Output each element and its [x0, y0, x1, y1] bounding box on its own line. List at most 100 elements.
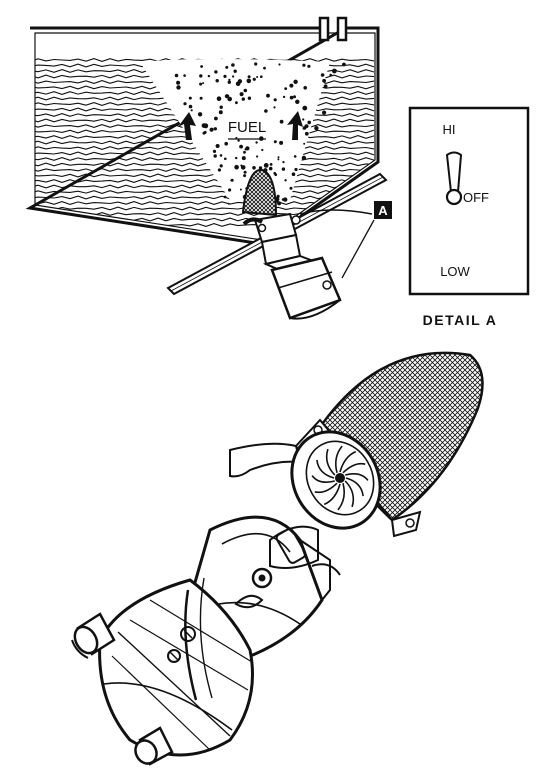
impeller-vane	[344, 480, 355, 508]
impeller-vanes	[311, 445, 369, 511]
fuel-droplet	[342, 62, 346, 67]
fuel-droplet	[304, 131, 309, 136]
fuel-droplet	[241, 97, 245, 101]
fuel-droplet	[307, 120, 312, 125]
fuel-droplet	[302, 127, 305, 130]
impeller-vane	[316, 459, 335, 479]
fuel-wave-line	[35, 195, 375, 200]
detail-a-switch-panel: HI OFF LOW	[408, 106, 530, 296]
fuel-droplet	[263, 66, 266, 70]
fuel-droplet	[174, 73, 179, 78]
fuel-wave-line	[35, 184, 375, 189]
fuel-droplet	[303, 86, 308, 90]
fuel-wave-line	[35, 173, 375, 178]
fuel-droplet	[214, 116, 218, 121]
fuel-droplet	[243, 150, 246, 154]
fuel-droplet	[228, 78, 231, 81]
fuel-droplet	[269, 163, 273, 166]
fuel-droplet	[255, 141, 258, 144]
fuel-droplet	[282, 161, 285, 164]
fuel-droplet	[279, 119, 284, 124]
fuel-droplet	[243, 170, 247, 174]
fuel-droplet	[279, 140, 284, 145]
fuel-droplet	[227, 80, 231, 84]
fuel-droplet	[289, 95, 294, 100]
fuel-droplet	[302, 105, 308, 111]
tank-outline	[25, 26, 380, 246]
fuel-droplet	[289, 83, 294, 88]
impeller-housing	[290, 430, 382, 530]
fuel-droplet	[277, 156, 280, 159]
fuel-droplet	[199, 82, 203, 86]
impeller-vane	[342, 462, 366, 474]
fuel-droplet	[225, 65, 229, 69]
fuel-droplet	[207, 74, 211, 78]
fuel-wave-line	[35, 151, 375, 156]
fuel-wave-line	[35, 167, 375, 172]
fuel-droplet	[227, 202, 230, 205]
fuel-droplet	[190, 109, 193, 112]
fuel-droplet	[294, 167, 298, 172]
flow-arrow-icon	[287, 111, 303, 140]
fuel-droplet	[281, 198, 285, 201]
fuel-droplet	[303, 142, 306, 145]
fuel-droplet	[283, 197, 288, 202]
impeller-vane	[323, 483, 341, 506]
fuel-wave-line	[35, 190, 375, 195]
fuel-droplet	[273, 98, 277, 102]
fuel-droplet	[183, 74, 186, 77]
fuel-droplet	[273, 140, 277, 144]
fuel-droplet	[254, 62, 258, 66]
fuel-droplet	[199, 96, 203, 100]
fuel-droplet	[176, 85, 181, 90]
exploded-fuel-pump	[71, 351, 484, 766]
fuel-droplet	[176, 80, 181, 85]
fuel-droplet	[266, 93, 270, 98]
fuel-droplet	[228, 188, 232, 192]
fuel-droplet	[268, 166, 273, 171]
fuel-droplet	[314, 126, 319, 131]
fuel-droplet	[201, 123, 207, 128]
fuel-droplet	[226, 94, 230, 98]
fuel-droplet	[212, 149, 217, 153]
fuel-droplet	[203, 130, 207, 134]
fuel-droplet	[301, 155, 307, 161]
fuel-droplet	[199, 74, 203, 78]
pump-body	[242, 212, 342, 320]
fuel-droplet	[304, 124, 309, 129]
fuel-droplet	[293, 95, 296, 98]
fuel-label: FUEL	[228, 119, 266, 136]
drive-coupling	[234, 525, 341, 609]
fuel-droplet	[237, 139, 240, 142]
fuel-tank: FUEL	[25, 16, 380, 246]
fuel-droplet	[215, 144, 220, 148]
impeller-vane	[345, 473, 369, 481]
fuel-droplet	[244, 148, 247, 151]
fuel-droplet	[302, 118, 305, 121]
fuel-wave-line	[35, 162, 375, 167]
fuel-droplet	[219, 164, 223, 168]
switch-hi-label: HI	[443, 122, 456, 137]
outlet-fitting	[71, 612, 116, 659]
fuel-droplet	[260, 75, 263, 78]
fuel-droplet	[223, 74, 227, 78]
fuel-droplet	[218, 110, 223, 115]
fuel-droplet	[223, 195, 227, 199]
fuel-droplet	[232, 75, 235, 78]
fuel-droplet	[273, 171, 277, 175]
fuel-droplet	[227, 96, 232, 102]
fuel-droplet	[214, 70, 218, 74]
tank-inner-wall	[34, 32, 376, 241]
in-tank-pump: A	[166, 168, 392, 320]
fuel-droplet	[209, 127, 214, 132]
fuel-wave-line	[35, 217, 375, 222]
fuel-droplet	[235, 101, 238, 105]
fuel-droplet	[246, 78, 252, 84]
fuel-droplet	[256, 155, 259, 158]
fuel-droplet	[215, 79, 219, 83]
fuel-droplet	[217, 168, 221, 172]
fuel-droplet	[235, 156, 238, 160]
fuel-droplet	[224, 141, 228, 146]
